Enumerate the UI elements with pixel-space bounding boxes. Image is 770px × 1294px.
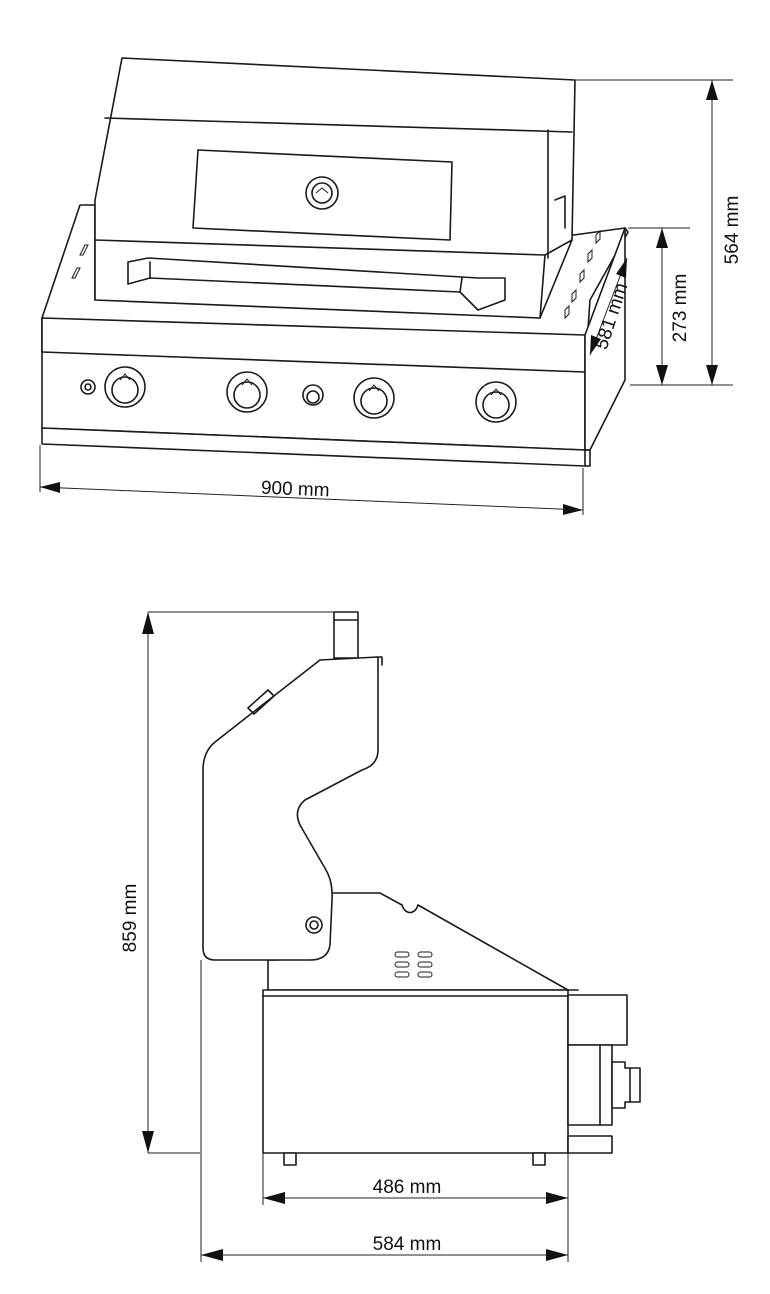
dimension-line-273 xyxy=(628,227,690,385)
burner-knob-2 xyxy=(226,371,268,413)
dimension-label-273: 273 mm xyxy=(670,274,691,343)
hood-handle xyxy=(127,257,506,311)
ignition-button xyxy=(302,384,324,406)
dimension-line-584 xyxy=(200,960,569,1262)
hood-pivot-icon xyxy=(305,916,323,934)
dimension-line-900 xyxy=(39,445,584,515)
dimension-line-564 xyxy=(575,79,733,386)
control-knob-side xyxy=(611,1061,641,1109)
grill-side-view xyxy=(202,611,641,1166)
dimension-line-486 xyxy=(262,1153,569,1205)
dimension-line-859 xyxy=(142,611,334,1154)
base-cabinet xyxy=(262,989,569,1154)
side-vents xyxy=(71,229,601,320)
burner-knob-4 xyxy=(475,381,517,423)
burner-knob-3 xyxy=(353,377,395,419)
hood-window xyxy=(192,149,453,241)
burner-knob-1 xyxy=(104,366,146,408)
dimension-label-486: 486 mm xyxy=(373,1177,442,1198)
grill-front-view xyxy=(41,57,629,467)
hood-side xyxy=(202,656,379,961)
indicator-light xyxy=(80,379,96,395)
dimension-label-859: 859 mm xyxy=(120,884,141,953)
dimension-label-900: 900 mm xyxy=(261,478,330,502)
thermometer-icon xyxy=(305,176,339,210)
dimension-line-581 xyxy=(589,257,628,356)
feet xyxy=(283,1152,546,1166)
chimney xyxy=(333,611,359,659)
dimension-label-584: 584 mm xyxy=(373,1234,442,1255)
firebox-vents xyxy=(394,951,433,978)
dimension-label-564: 564 mm xyxy=(722,196,743,265)
